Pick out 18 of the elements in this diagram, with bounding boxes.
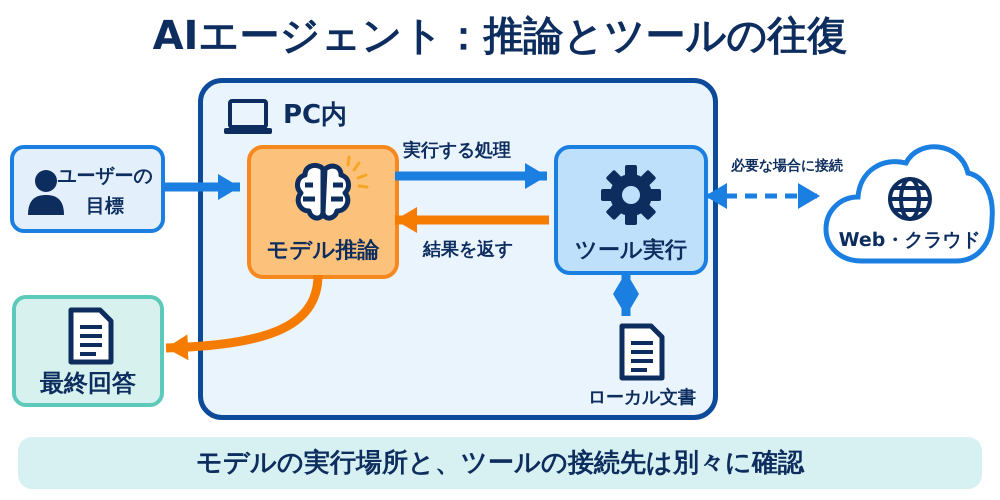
edge-label: 必要な場合に接続 bbox=[728, 156, 846, 176]
process-box bbox=[12, 295, 164, 407]
node-label: Web・クラウド bbox=[838, 228, 982, 253]
container-label: PC内 bbox=[283, 99, 348, 132]
edge-label: 結果を返す bbox=[422, 238, 514, 262]
container-box bbox=[198, 78, 718, 420]
node-label: ローカル文書 bbox=[587, 386, 697, 409]
box-label: 最終回答 bbox=[39, 368, 137, 399]
box-label: モデル推論 bbox=[266, 237, 380, 265]
title: AIエージェント：推論とツールの往復 bbox=[152, 12, 848, 61]
edge-label: 実行する処理 bbox=[402, 139, 512, 163]
banner-text: モデルの実行場所と、ツールの接続先は別々に確認 bbox=[195, 447, 806, 480]
process-box bbox=[247, 145, 399, 279]
box-label: ユーザーの目標 bbox=[56, 164, 154, 219]
process-box bbox=[10, 145, 165, 233]
process-box bbox=[554, 145, 708, 275]
box-label: ツール実行 bbox=[574, 236, 688, 265]
note-banner bbox=[18, 437, 982, 489]
